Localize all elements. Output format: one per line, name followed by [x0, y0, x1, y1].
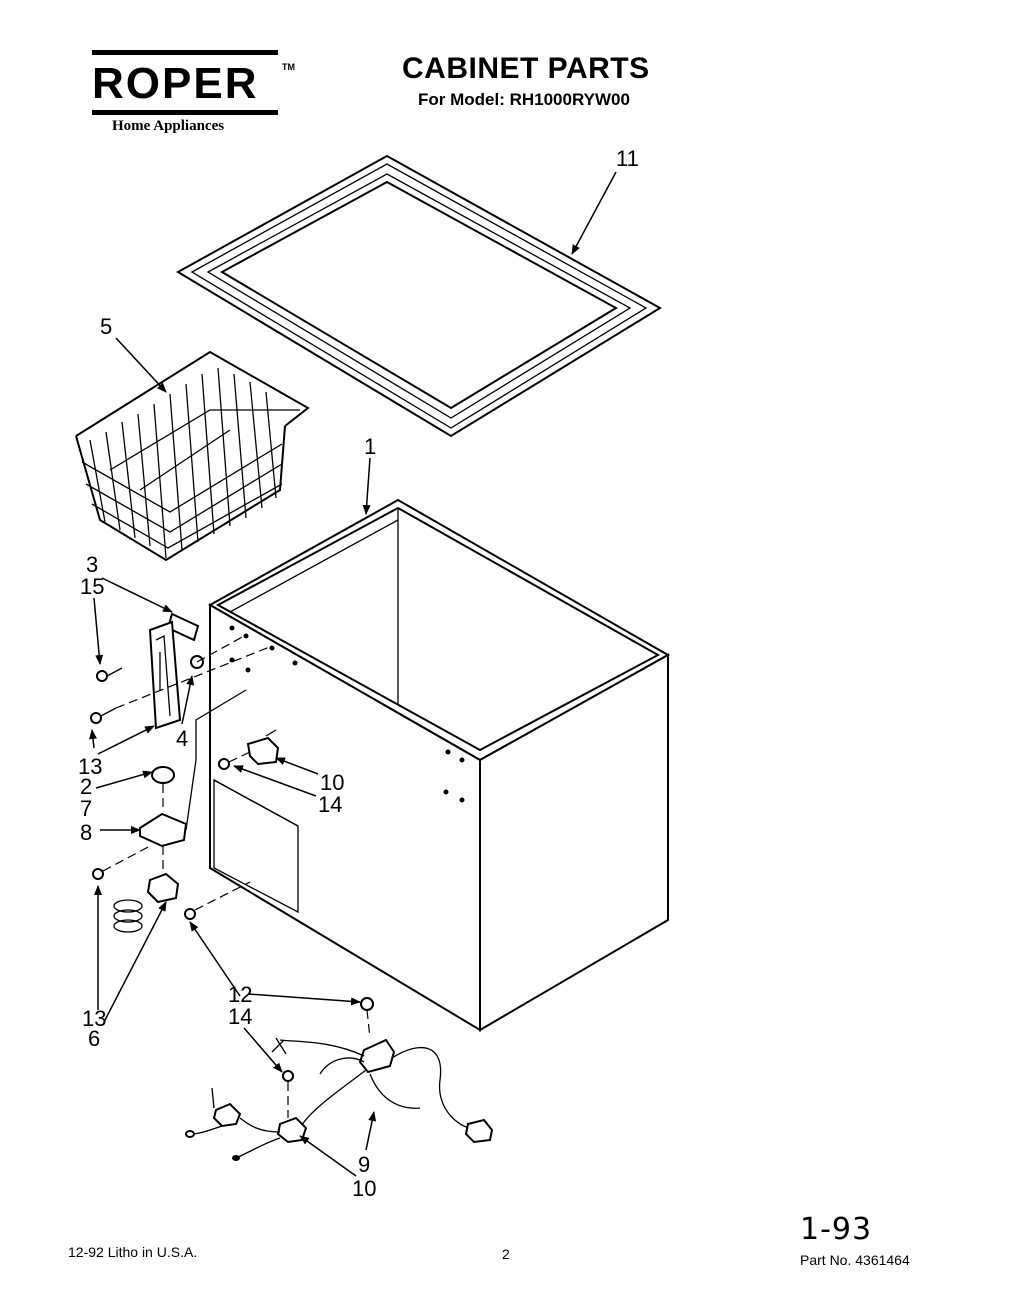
callout-11: 11	[616, 146, 639, 171]
page-number: 2	[502, 1246, 510, 1262]
callout-6: 6	[88, 1026, 100, 1051]
callout-1: 1	[364, 434, 376, 459]
roper-logo: ROPER TM Home Appliances	[88, 50, 298, 140]
side-control-part	[184, 729, 280, 920]
litho-note: 12-92 Litho in U.S.A.	[68, 1244, 198, 1260]
wiring-harness	[185, 997, 494, 1161]
callout-4: 4	[176, 726, 188, 751]
callout-labels: 11 5 1 3 15 13 4 2 7 8 10 14 13 6 12 14 …	[78, 146, 639, 1201]
cabinet-body	[207, 498, 671, 1032]
callout-7: 7	[80, 796, 92, 821]
callout-3: 3	[86, 552, 98, 577]
part-number: Part No. 4361464	[800, 1252, 910, 1268]
callout-10-lower: 10	[352, 1176, 376, 1201]
logo-wordmark: ROPER	[92, 59, 259, 108]
logo-bar-top	[92, 50, 278, 55]
thermostat-bracket-parts	[92, 689, 247, 933]
callout-9: 9	[358, 1152, 370, 1177]
handwritten-date: 1-93	[800, 1212, 873, 1247]
callout-12: 12	[228, 982, 252, 1007]
page-title: CABINET PARTS	[402, 52, 650, 85]
callout-5: 5	[100, 314, 112, 339]
callout-13-upper: 13	[78, 754, 102, 779]
lid-gasket-frame	[176, 154, 662, 438]
callout-2: 2	[80, 774, 92, 799]
model-line: For Model: RH1000RYW00	[418, 90, 630, 109]
wire-basket	[75, 350, 310, 562]
callout-14-lower: 14	[228, 1004, 252, 1029]
callout-15: 15	[80, 574, 104, 599]
logo-trademark: TM	[282, 62, 295, 72]
hinge-assembly	[90, 612, 273, 730]
callout-14-upper: 14	[318, 792, 342, 817]
callout-8: 8	[80, 820, 92, 845]
leader-lines	[89, 171, 617, 1177]
callout-13-lower: 13	[82, 1006, 106, 1031]
logo-subtitle: Home Appliances	[112, 118, 225, 134]
callout-10-upper: 10	[320, 770, 344, 795]
logo-bar-bottom	[92, 110, 278, 115]
